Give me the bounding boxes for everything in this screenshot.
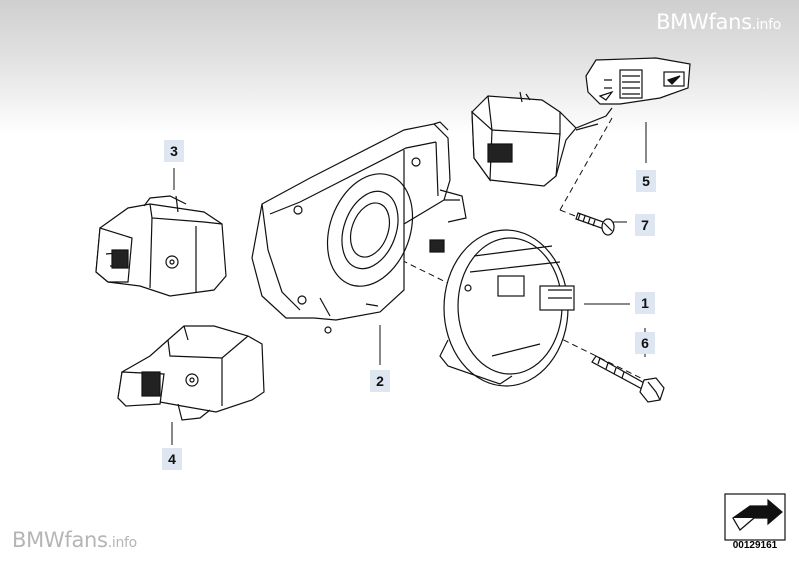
watermark-bottom: BMWfans.info (12, 528, 137, 552)
bolt-part-6 (591, 355, 665, 403)
callout-5: 5 (636, 170, 656, 192)
switch-part-4 (117, 325, 265, 421)
slip-ring-part-1 (439, 229, 575, 387)
housing-part-2 (251, 121, 467, 334)
callout-7: 7 (635, 214, 655, 236)
rain-sensor-part-5 (471, 57, 691, 187)
callout-4: 4 (162, 448, 182, 470)
diagram-id: 00129161 (732, 540, 778, 551)
screw-part-7 (575, 212, 615, 236)
watermark-top: BMWfans.info (656, 10, 781, 34)
arrow-symbol-icon (724, 493, 786, 541)
callout-6: 6 (635, 332, 655, 354)
callout-1: 1 (635, 292, 655, 314)
callout-3: 3 (164, 140, 184, 162)
switch-part-3 (95, 195, 227, 297)
callout-2: 2 (370, 370, 390, 392)
